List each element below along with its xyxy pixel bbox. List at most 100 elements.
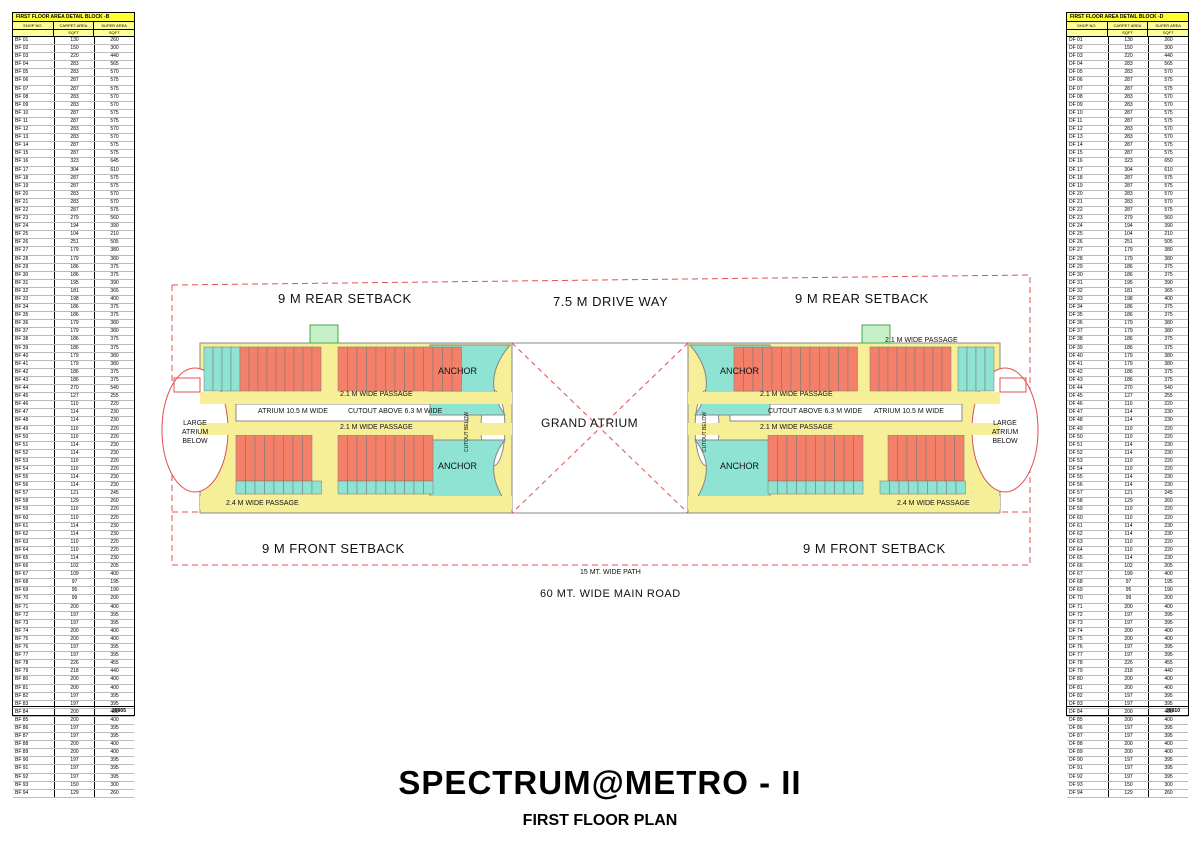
table-cell: DF 04 [1069,61,1083,68]
lift-block-right [861,324,891,344]
shop-unit [254,480,265,495]
table-cell: 304 [1108,166,1148,174]
table-cell: BF 58 [15,498,29,505]
shop-unit [375,480,386,495]
anchor-label: ANCHOR [720,366,760,376]
table-cell: 375 [94,344,134,352]
shop-unit [230,346,241,392]
table-cell: 190 [1148,587,1188,595]
shop-unit [347,346,358,392]
table-cell: DF 81 [1069,684,1083,691]
table-cell: BF 47 [15,409,29,416]
table-cell: BF 09 [15,101,29,108]
table-cell: 570 [1148,101,1188,109]
table-cell: DF 71 [1069,603,1083,610]
table-cell: 375 [94,304,134,312]
shop-unit [869,346,880,392]
table-cell: 395 [94,692,134,700]
table-cell: 197 [1108,692,1148,700]
table-cell: BF 77 [15,652,29,659]
shop-unit [413,480,424,495]
table-cell: 575 [94,206,134,215]
table-cell: 197 [54,644,94,652]
table-cell: 127 [1108,393,1148,401]
table-cell: 375 [1148,312,1188,320]
shop-unit [984,346,995,392]
table-cell: DF 32 [1069,287,1083,294]
table-cell: BF 22 [15,206,29,213]
table-cell: 150 [54,781,94,789]
table-cell: 395 [1148,692,1188,700]
shop-unit [235,434,246,482]
table-cell: DF 29 [1069,263,1083,270]
table-cell: 218 [54,668,94,676]
table-cell: 210 [1148,231,1188,239]
table-cell: 186 [1108,344,1148,352]
passage-strip [688,423,1000,435]
table-cell: BF 83 [15,700,29,707]
shop-unit [834,434,845,482]
table-cell: 200 [54,676,94,684]
shop-unit [819,346,830,392]
passage-strip [688,392,1000,404]
table-cell: 365 [1148,287,1188,295]
plan-subtitle: FIRST FLOOR PLAN [522,812,678,829]
table-cell: DF 53 [1069,457,1083,464]
shop-unit [796,480,807,495]
table-cell: DF 93 [1069,781,1083,788]
col-shop-no: SHOP NO. [1077,23,1097,28]
table-cell: 230 [94,449,134,457]
table-cell: BF 94 [15,789,29,796]
table-cell: BF 90 [15,757,29,764]
table-cell: DF 84 [1069,708,1083,715]
shop-unit [847,346,858,392]
cutout-63-label: CUTOUT ABOVE 6.3 M WIDE [348,408,443,415]
table-cell: 179 [1108,255,1148,263]
table-cell: DF 51 [1069,441,1083,448]
table-cell: DF 02 [1069,45,1083,52]
table-cell: BF 15 [15,150,29,157]
table-cell: 395 [94,765,134,773]
shop-unit [786,480,797,495]
table-cell: DF 35 [1069,312,1083,319]
table-cell: 375 [94,376,134,385]
shop-unit [356,434,367,482]
table-cell: 380 [1148,328,1188,336]
table-cell: BF 79 [15,668,29,675]
shop-unit [897,434,908,482]
shop-unit [203,346,214,392]
table-cell: 230 [94,441,134,449]
table-cell: 150 [1108,781,1148,789]
table-cell: DF 63 [1069,538,1083,545]
table-cell: 99 [1108,595,1148,603]
table-cell: 197 [54,733,94,741]
table-cell: 110 [54,506,94,514]
table-cell: 102 [54,563,94,571]
table-cell: 110 [1108,538,1148,546]
table-cell: 505 [1148,239,1188,247]
table-cell: 220 [94,546,134,554]
table-cell: 395 [1148,644,1188,652]
table-cell: 570 [94,93,134,101]
shop-unit [292,480,303,495]
table-cell: BF 05 [15,69,29,76]
